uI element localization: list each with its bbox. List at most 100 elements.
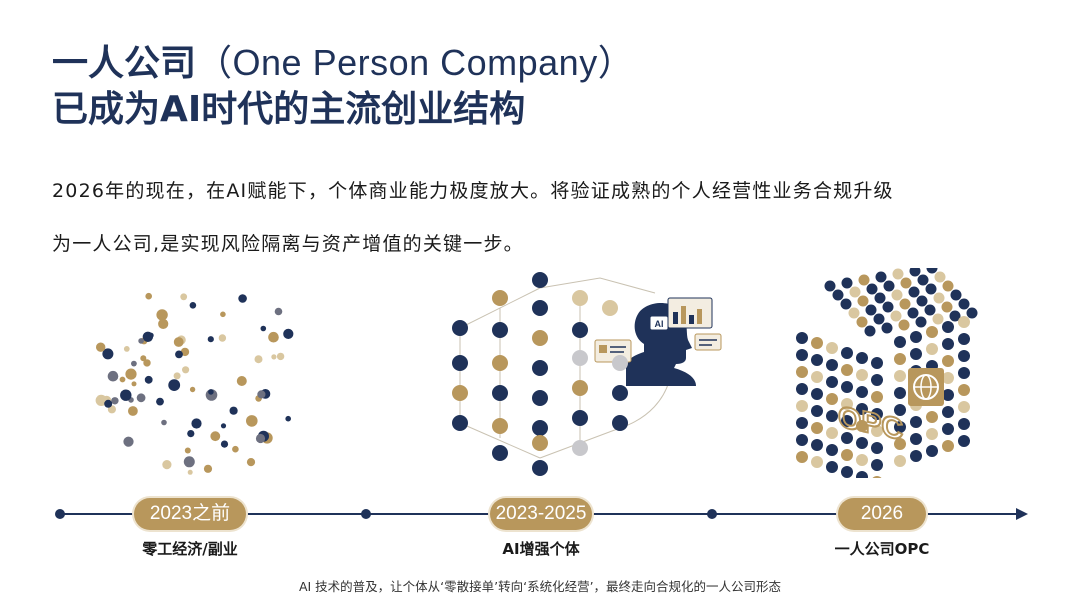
scatter-dot bbox=[175, 350, 183, 359]
scatter-dot bbox=[156, 309, 168, 321]
cube-dot bbox=[894, 370, 906, 382]
cube-dot bbox=[910, 348, 922, 360]
scatter-dot bbox=[173, 337, 184, 347]
scatter-dot bbox=[143, 359, 151, 367]
cube-dot bbox=[796, 417, 808, 429]
scatter-dot bbox=[180, 293, 188, 301]
cube-dot bbox=[841, 364, 853, 376]
scatter-dot bbox=[191, 418, 202, 429]
cube-dot bbox=[856, 437, 868, 449]
scatter-dot bbox=[104, 399, 113, 408]
cube-dot bbox=[811, 456, 823, 468]
stage-1-period: 2023之前 bbox=[134, 498, 246, 530]
cube-dot bbox=[841, 347, 853, 359]
network-nodes bbox=[452, 272, 628, 476]
scatter-dot bbox=[236, 376, 247, 386]
scatter-dot bbox=[276, 352, 285, 361]
scatter-dot bbox=[168, 379, 181, 391]
cube-dot bbox=[811, 439, 823, 451]
cube-dot bbox=[796, 451, 808, 463]
network-node bbox=[602, 300, 618, 316]
globe-icon bbox=[908, 368, 944, 406]
scatter-dot bbox=[246, 458, 256, 467]
network-node bbox=[612, 415, 628, 431]
network-node bbox=[452, 415, 468, 431]
cube-dot bbox=[899, 298, 911, 310]
scatter-dot bbox=[271, 354, 277, 360]
network-node bbox=[532, 460, 548, 476]
scatter-dot bbox=[189, 386, 196, 393]
cube-dot bbox=[865, 304, 877, 316]
cube-dot bbox=[811, 371, 823, 383]
cube-dot bbox=[910, 331, 922, 343]
cube-dot bbox=[932, 313, 944, 325]
footer-caption: AI 技术的普及，让个体从‘零散接单’转向‘系统化经营’，最终走向合规化的一人公… bbox=[298, 579, 782, 594]
cube-dot bbox=[950, 289, 962, 301]
cube-dot bbox=[875, 271, 887, 283]
cube-dot bbox=[958, 435, 970, 447]
cube-dot bbox=[874, 292, 886, 304]
cube-dot bbox=[894, 438, 906, 450]
cube-dot bbox=[916, 295, 928, 307]
network-node bbox=[612, 355, 628, 371]
cube-dot bbox=[958, 418, 970, 430]
scatter-dot bbox=[246, 415, 258, 427]
timeline-node bbox=[361, 509, 371, 519]
cube-dot bbox=[942, 372, 954, 384]
scatter-dot bbox=[229, 406, 238, 415]
cube-dot bbox=[894, 455, 906, 467]
cube-dot bbox=[841, 415, 853, 427]
scatter-dot bbox=[254, 355, 263, 364]
scatter-dot bbox=[96, 342, 106, 352]
scatter-dot bbox=[123, 346, 130, 352]
cube-dot bbox=[856, 454, 868, 466]
network-node bbox=[532, 272, 548, 288]
network-node bbox=[572, 410, 588, 426]
scatter-dot bbox=[260, 325, 267, 332]
scatter-dot bbox=[220, 423, 227, 429]
network-node bbox=[532, 360, 548, 376]
cube-dot bbox=[926, 411, 938, 423]
cube-dot bbox=[924, 304, 936, 316]
cube-dot bbox=[796, 383, 808, 395]
cube-dot bbox=[826, 444, 838, 456]
cube-dot bbox=[826, 427, 838, 439]
cube-dot bbox=[958, 298, 970, 310]
cube-dot bbox=[864, 325, 876, 337]
scatter-dot bbox=[148, 332, 154, 339]
scatter-dot bbox=[131, 381, 137, 387]
title-line-1: 一人公司（One Person Company） bbox=[52, 40, 634, 87]
cube-dot bbox=[841, 466, 853, 478]
scattered-dots-illustration bbox=[95, 292, 294, 475]
cube-dot bbox=[873, 313, 885, 325]
cube-dot bbox=[926, 268, 938, 274]
cube-dot bbox=[796, 366, 808, 378]
scatter-dot bbox=[183, 456, 195, 468]
cube-dot bbox=[958, 333, 970, 345]
cube-dot bbox=[796, 332, 808, 344]
cube-dot bbox=[871, 408, 883, 420]
scatter-dot bbox=[180, 347, 190, 357]
cube-dot bbox=[811, 337, 823, 349]
cube-dot bbox=[892, 268, 904, 280]
scatter-dot bbox=[238, 294, 247, 303]
cube-dot bbox=[926, 343, 938, 355]
stage-2-label: AI增强个体 bbox=[502, 540, 580, 558]
cube-dot bbox=[926, 428, 938, 440]
cube-dot bbox=[894, 387, 906, 399]
cube-dot bbox=[796, 434, 808, 446]
cube-dot bbox=[941, 301, 953, 313]
scatter-dot bbox=[125, 368, 137, 380]
stage-3-period: 2026 bbox=[838, 498, 926, 530]
cube-dot bbox=[966, 307, 978, 319]
network-node bbox=[572, 440, 588, 456]
title-line-2: 已成为AI时代的主流创业结构 bbox=[52, 89, 526, 130]
network-node bbox=[532, 330, 548, 346]
cube-dot bbox=[908, 286, 920, 298]
scatter-dot bbox=[145, 292, 152, 300]
cube-dot bbox=[917, 274, 929, 286]
intro-line-2: 为一人公司,是实现风险隔离与资产增值的关键一步。 bbox=[52, 233, 524, 255]
cube-dot bbox=[841, 398, 853, 410]
ai-badge-text: AI bbox=[655, 319, 664, 329]
cube-dots bbox=[796, 268, 978, 478]
